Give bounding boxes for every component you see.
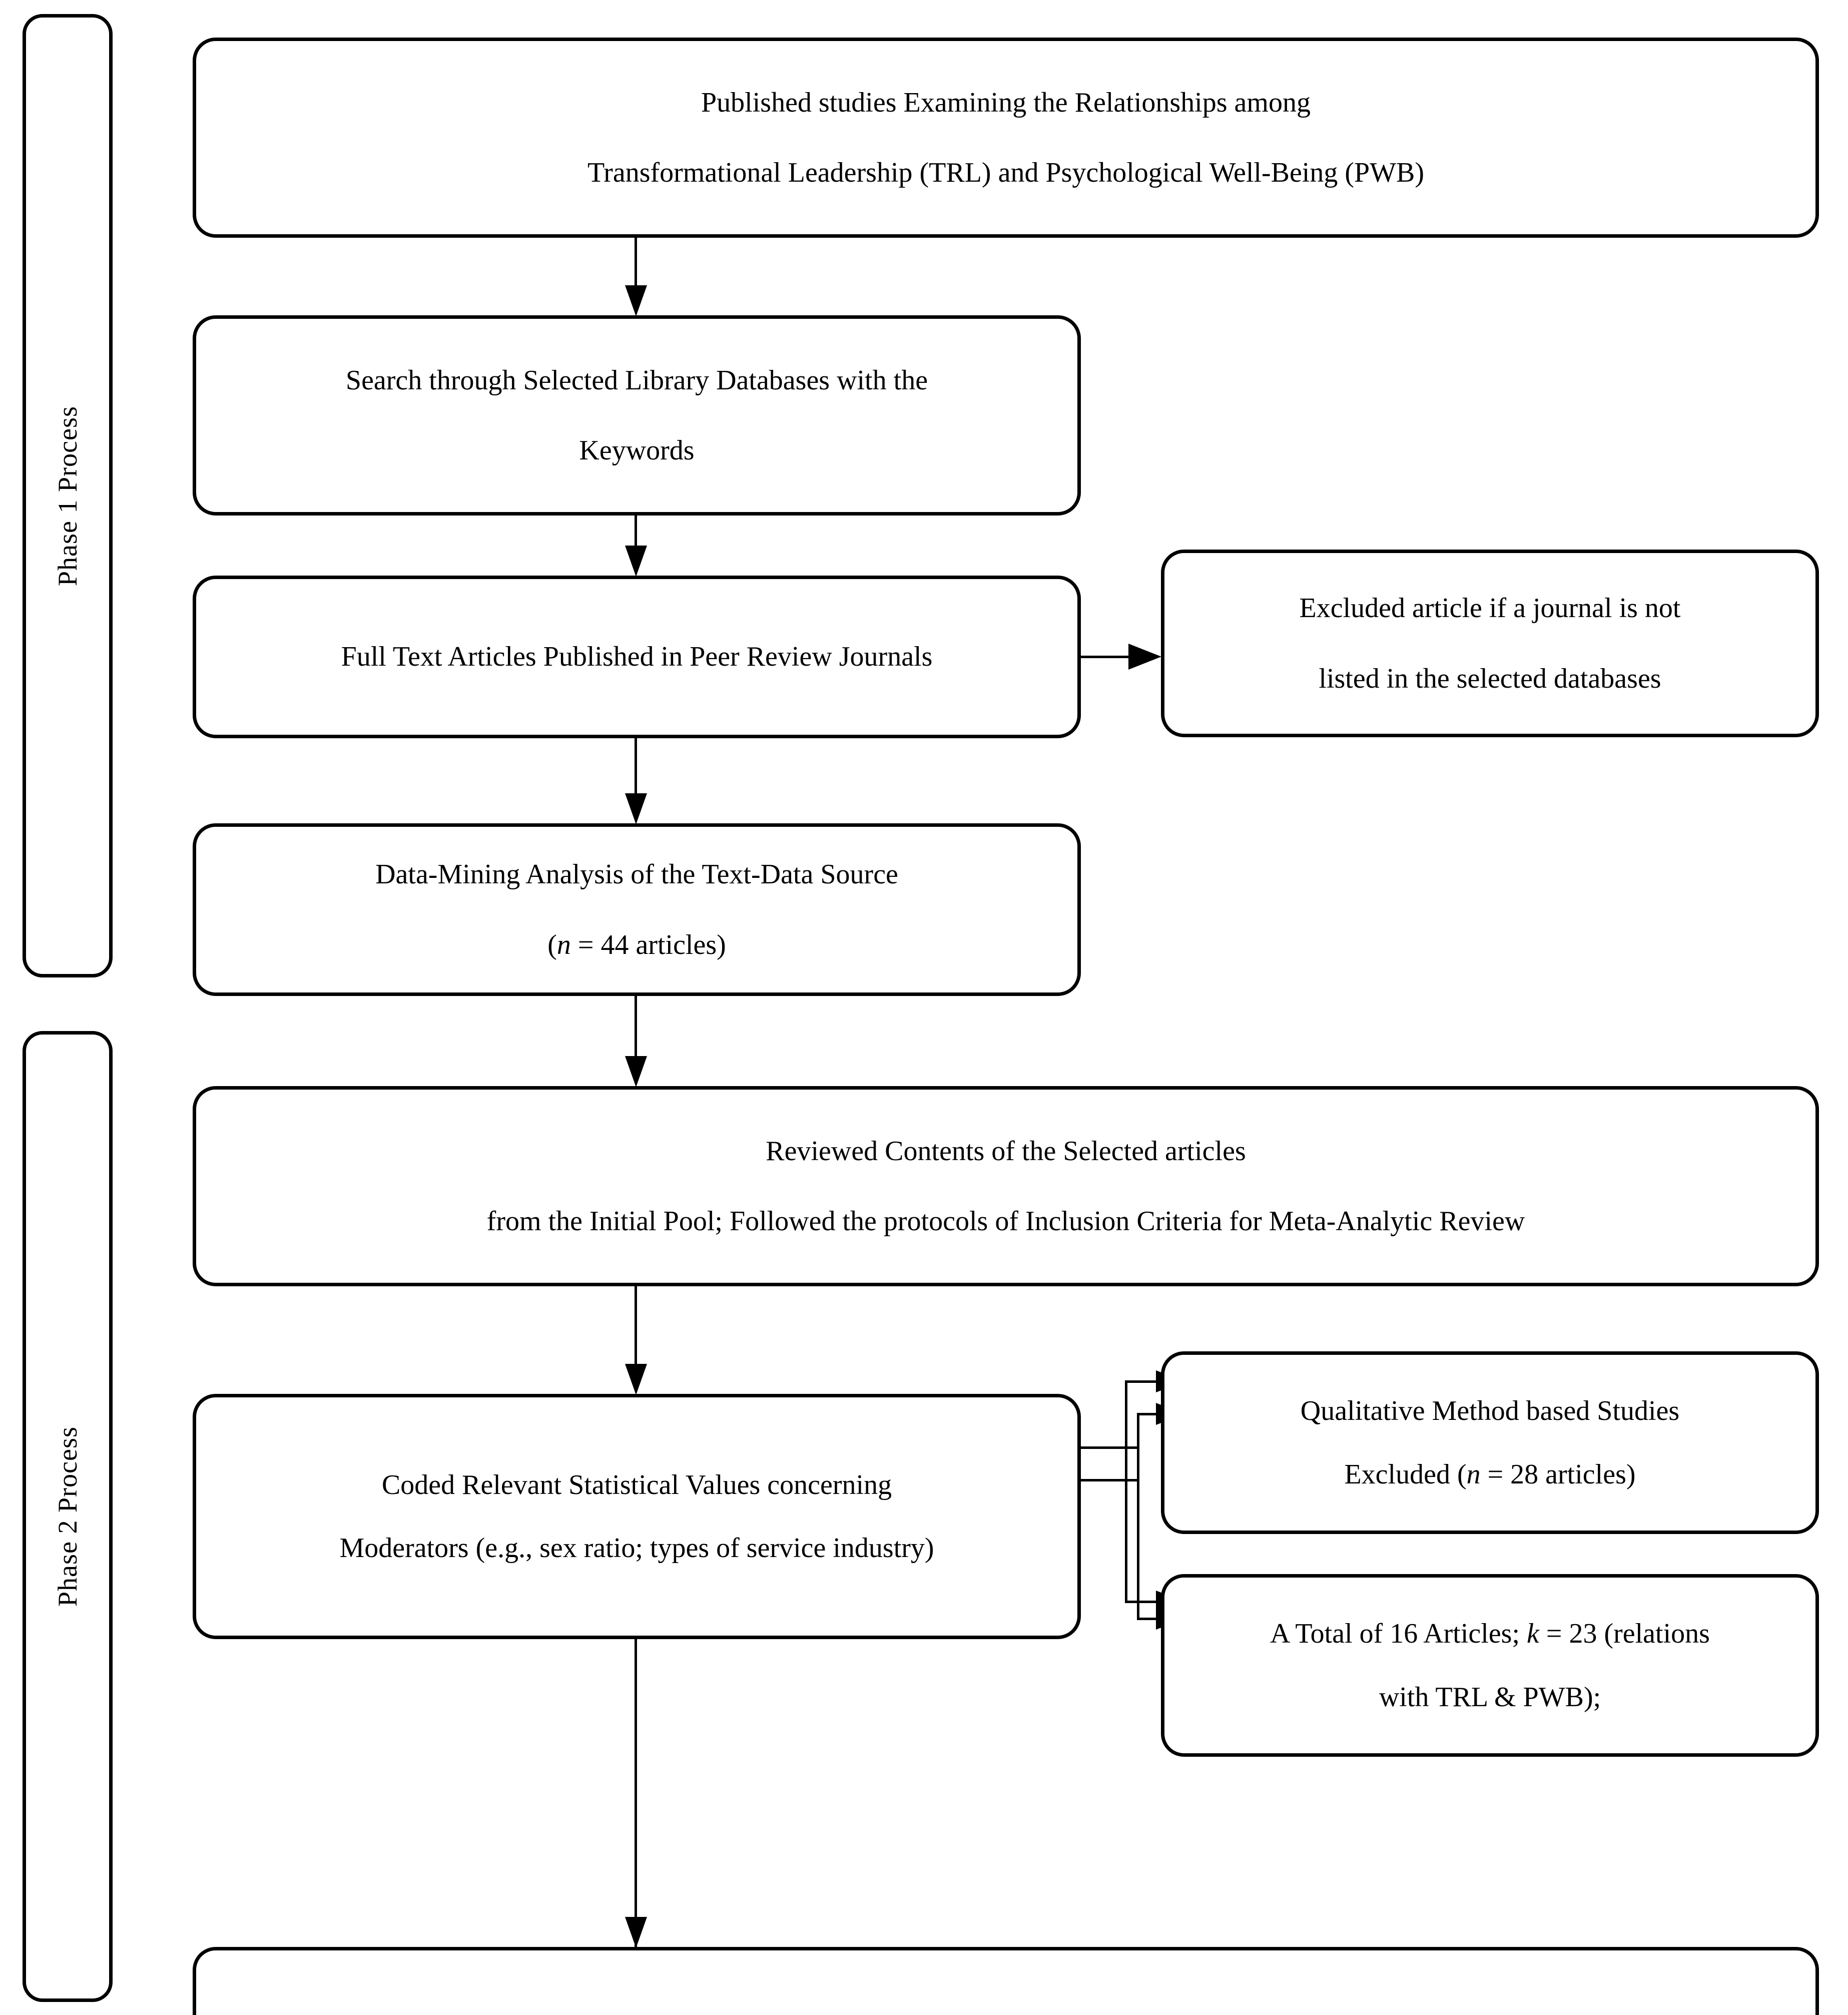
- node-search-databases-line-2: Keywords: [579, 435, 695, 466]
- node-qualitative-excluded-line-2: Excluded (n = 28 articles): [1344, 1458, 1635, 1490]
- arrowhead-fulltext-to-excluded: [1128, 644, 1161, 670]
- node-reviewed-contents[interactable]: Reviewed Contents of the Selected articl…: [193, 1086, 1819, 1286]
- node-qualitative-excluded[interactable]: Qualitative Method based Studies Exclude…: [1161, 1351, 1819, 1534]
- node-excluded-journal-line-1: Excluded article if a journal is not: [1299, 593, 1681, 624]
- node-coded-values-line-1: Coded Relevant Statistical Values concer…: [381, 1469, 892, 1500]
- node-published-studies[interactable]: Published studies Examining the Relation…: [193, 38, 1819, 238]
- phase-1-label: Phase 1 Process: [53, 405, 83, 586]
- node-excluded-journal-line-2: listed in the selected databases: [1319, 663, 1661, 694]
- connector-coded-riser-inner: [1137, 1414, 1139, 1619]
- connector-datamining-to-reviewed: [635, 996, 637, 1066]
- node-qualitative-excluded-prefix: Excluded (: [1344, 1458, 1467, 1490]
- node-coded-values[interactable]: Coded Relevant Statistical Values concer…: [193, 1394, 1081, 1639]
- node-published-studies-line-1: Published studies Examining the Relation…: [701, 87, 1311, 118]
- node-full-text-articles[interactable]: Full Text Articles Published in Peer Rev…: [193, 576, 1081, 738]
- connector-fulltext-to-datamining: [635, 738, 637, 803]
- node-es-values[interactable]: ES Values for the Relationship between T…: [193, 1947, 1819, 2015]
- connector-search-to-fulltext: [635, 516, 637, 556]
- node-reviewed-contents-line-2: from the Initial Pool; Followed the prot…: [486, 1206, 1525, 1237]
- arrowhead-reviewed-to-coded: [625, 1364, 647, 1395]
- connector-reviewed-to-coded: [635, 1286, 637, 1374]
- node-data-mining-count: = 44 articles): [570, 929, 726, 960]
- phase-2-bracket: Phase 2 Process: [23, 1031, 113, 2002]
- connector-coded-to-es-values: [635, 1639, 637, 1947]
- connector-arrow3-stem: [1125, 1601, 1170, 1603]
- node-reviewed-contents-line-1: Reviewed Contents of the Selected articl…: [766, 1135, 1246, 1167]
- arrowhead-fulltext-to-datamining: [625, 793, 647, 824]
- node-data-mining-paren-open: (: [547, 929, 557, 960]
- node-full-text-articles-line-1: Full Text Articles Published in Peer Rev…: [341, 641, 933, 673]
- node-data-mining[interactable]: Data-Mining Analysis of the Text-Data So…: [193, 823, 1081, 996]
- connector-published-to-search: [635, 238, 637, 295]
- connector-coded-split-bottom-stub: [1081, 1479, 1138, 1481]
- connector-arrow2-stem: [1137, 1413, 1170, 1415]
- phase-1-bracket: Phase 1 Process: [23, 14, 113, 977]
- phase-2-label: Phase 2 Process: [53, 1426, 83, 1607]
- connector-coded-riser-outer: [1125, 1381, 1127, 1602]
- node-qualitative-excluded-count: = 28 articles): [1480, 1458, 1636, 1490]
- node-total-articles-prefix: A Total of 16 Articles;: [1270, 1618, 1527, 1650]
- node-search-databases-line-1: Search through Selected Library Database…: [345, 364, 928, 396]
- arrowhead-search-to-fulltext: [625, 546, 647, 577]
- arrowhead-coded-to-es-values: [625, 1917, 647, 1948]
- node-total-articles-line-1: A Total of 16 Articles; k = 23 (relation…: [1270, 1618, 1710, 1650]
- node-qualitative-excluded-n-symbol: n: [1466, 1458, 1481, 1490]
- arrowhead-published-to-search: [625, 285, 647, 316]
- node-data-mining-line-2: (n = 44 articles): [547, 929, 726, 961]
- connector-arrow1-stem: [1125, 1380, 1170, 1383]
- node-published-studies-line-2: Transformational Leadership (TRL) and Ps…: [587, 157, 1425, 188]
- node-total-articles[interactable]: A Total of 16 Articles; k = 23 (relation…: [1161, 1574, 1819, 1757]
- node-total-articles-line-2: with TRL & PWB);: [1379, 1681, 1601, 1713]
- node-qualitative-excluded-line-1: Qualitative Method based Studies: [1300, 1395, 1680, 1427]
- node-excluded-journal[interactable]: Excluded article if a journal is not lis…: [1161, 550, 1819, 737]
- node-data-mining-n-symbol: n: [556, 929, 571, 960]
- connector-coded-split-top-stub: [1081, 1446, 1138, 1449]
- connector-fulltext-to-excluded: [1081, 656, 1146, 658]
- arrowhead-datamining-to-reviewed: [625, 1056, 647, 1087]
- connector-arrow4-stem: [1137, 1618, 1170, 1620]
- node-search-databases[interactable]: Search through Selected Library Database…: [193, 315, 1081, 516]
- node-coded-values-line-2: Moderators (e.g., sex ratio; types of se…: [339, 1533, 934, 1564]
- node-total-articles-count: = 23 (relations: [1539, 1618, 1710, 1650]
- node-data-mining-line-1: Data-Mining Analysis of the Text-Data So…: [375, 859, 898, 890]
- node-total-articles-k-symbol: k: [1527, 1618, 1539, 1650]
